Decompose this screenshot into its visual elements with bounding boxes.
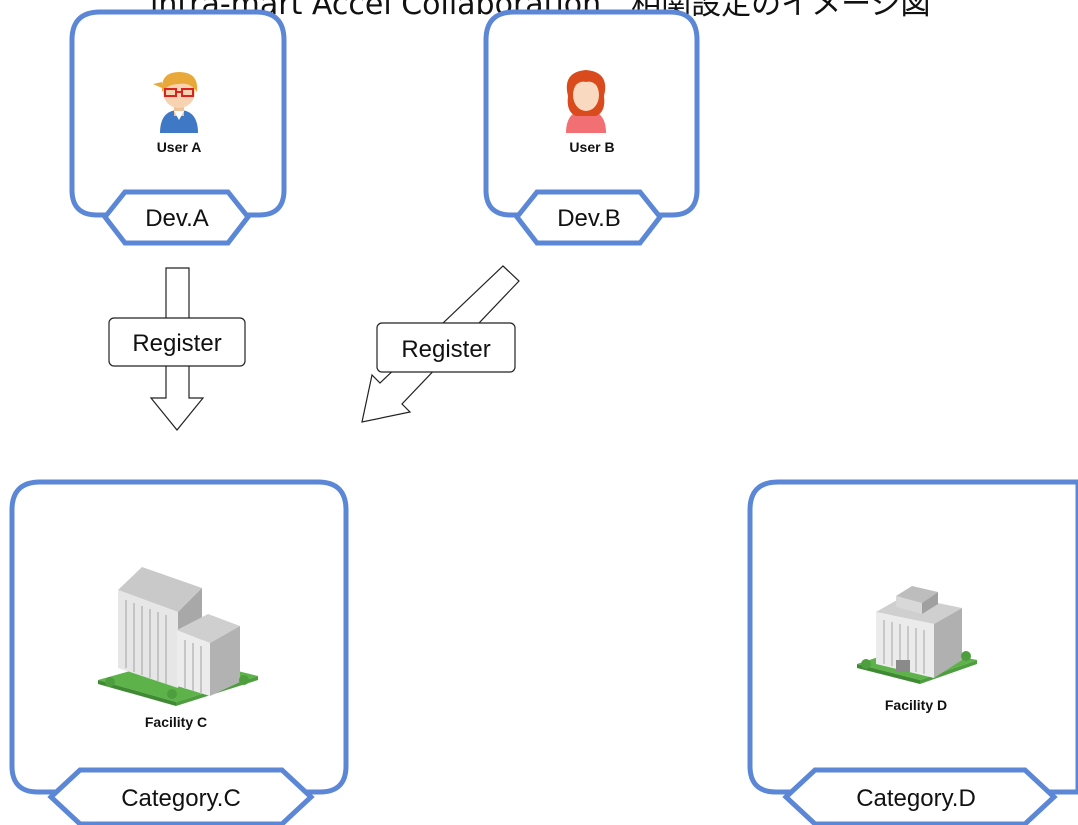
facility-c-label: Facility C: [145, 714, 207, 730]
dev-b-hex-tab: [513, 189, 664, 246]
user-b-label: User B: [569, 139, 614, 155]
register-arrow-b[interactable]: Register: [361, 265, 520, 423]
dev-a-hex-tab: [101, 189, 252, 246]
dev-a-label: Dev.A: [145, 205, 209, 232]
register-arrow-a[interactable]: Register: [108, 267, 246, 431]
category-d-node[interactable]: Category.D Facility D: [747, 479, 1078, 825]
category-d-hex-tab: [782, 767, 1058, 825]
category-c-label: Category.C: [121, 785, 241, 812]
register-b-box: [376, 322, 516, 373]
category-d-label: Category.D: [856, 785, 976, 812]
register-a-label: Register: [132, 330, 221, 357]
dev-a-node[interactable]: Dev.A User A: [69, 9, 287, 246]
register-b-label: Register: [401, 336, 490, 363]
category-c-hex-tab: [47, 767, 315, 825]
user-man-glasses-icon: [153, 72, 198, 133]
dev-b-node[interactable]: Dev.B User B: [483, 9, 700, 246]
facility-d-label: Facility D: [885, 697, 947, 713]
dev-b-label: Dev.B: [557, 205, 621, 232]
small-building-icon: [857, 586, 977, 684]
user-a-label: User A: [157, 139, 202, 155]
user-woman-icon: [566, 70, 606, 133]
category-c-node[interactable]: Category.C: [9, 479, 349, 825]
office-building-icon: [98, 567, 258, 706]
register-a-box: [108, 317, 246, 367]
